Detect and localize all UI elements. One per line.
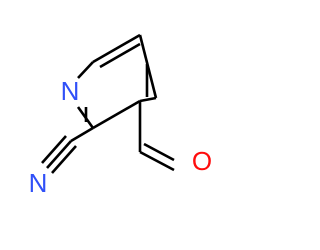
bond-c2-nitrile-carbon <box>70 126 94 143</box>
ring-bond-n1-c6 <box>77 61 94 79</box>
ring-double-bond-inner-c6-c5 <box>99 42 141 69</box>
nitrile-triple-bond-2 <box>41 135 67 164</box>
aldehyde-oxygen-label: O <box>192 146 212 176</box>
ring-nitrogen-label: N <box>61 76 80 106</box>
ring-bond-c3-c2 <box>92 99 141 130</box>
nitrile-triple-bond-3 <box>51 145 77 174</box>
ring-bond-c4-c3 <box>139 96 157 103</box>
nitrile-triple-bond-1 <box>46 140 72 169</box>
bond-aldehyde-carbon-oxygen-2 <box>143 142 175 162</box>
ring-bond-c6-c5 <box>92 33 141 64</box>
bond-aldehyde-carbon-oxygen-1 <box>139 150 175 172</box>
molecule-structure: N N O <box>29 33 212 198</box>
nitrile-nitrogen-label: N <box>29 168 48 198</box>
